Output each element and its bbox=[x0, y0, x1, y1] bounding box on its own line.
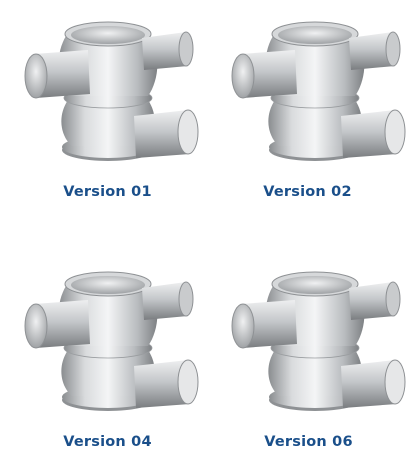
variant-caption: Version 04 bbox=[63, 434, 152, 450]
valve-image bbox=[16, 258, 200, 418]
valve-image bbox=[223, 8, 407, 168]
valve-image bbox=[16, 8, 200, 168]
variant-caption: Version 02 bbox=[263, 184, 352, 200]
variant-caption: Version 06 bbox=[264, 434, 353, 450]
valve-image bbox=[223, 258, 407, 418]
variant-caption: Version 01 bbox=[63, 184, 152, 200]
